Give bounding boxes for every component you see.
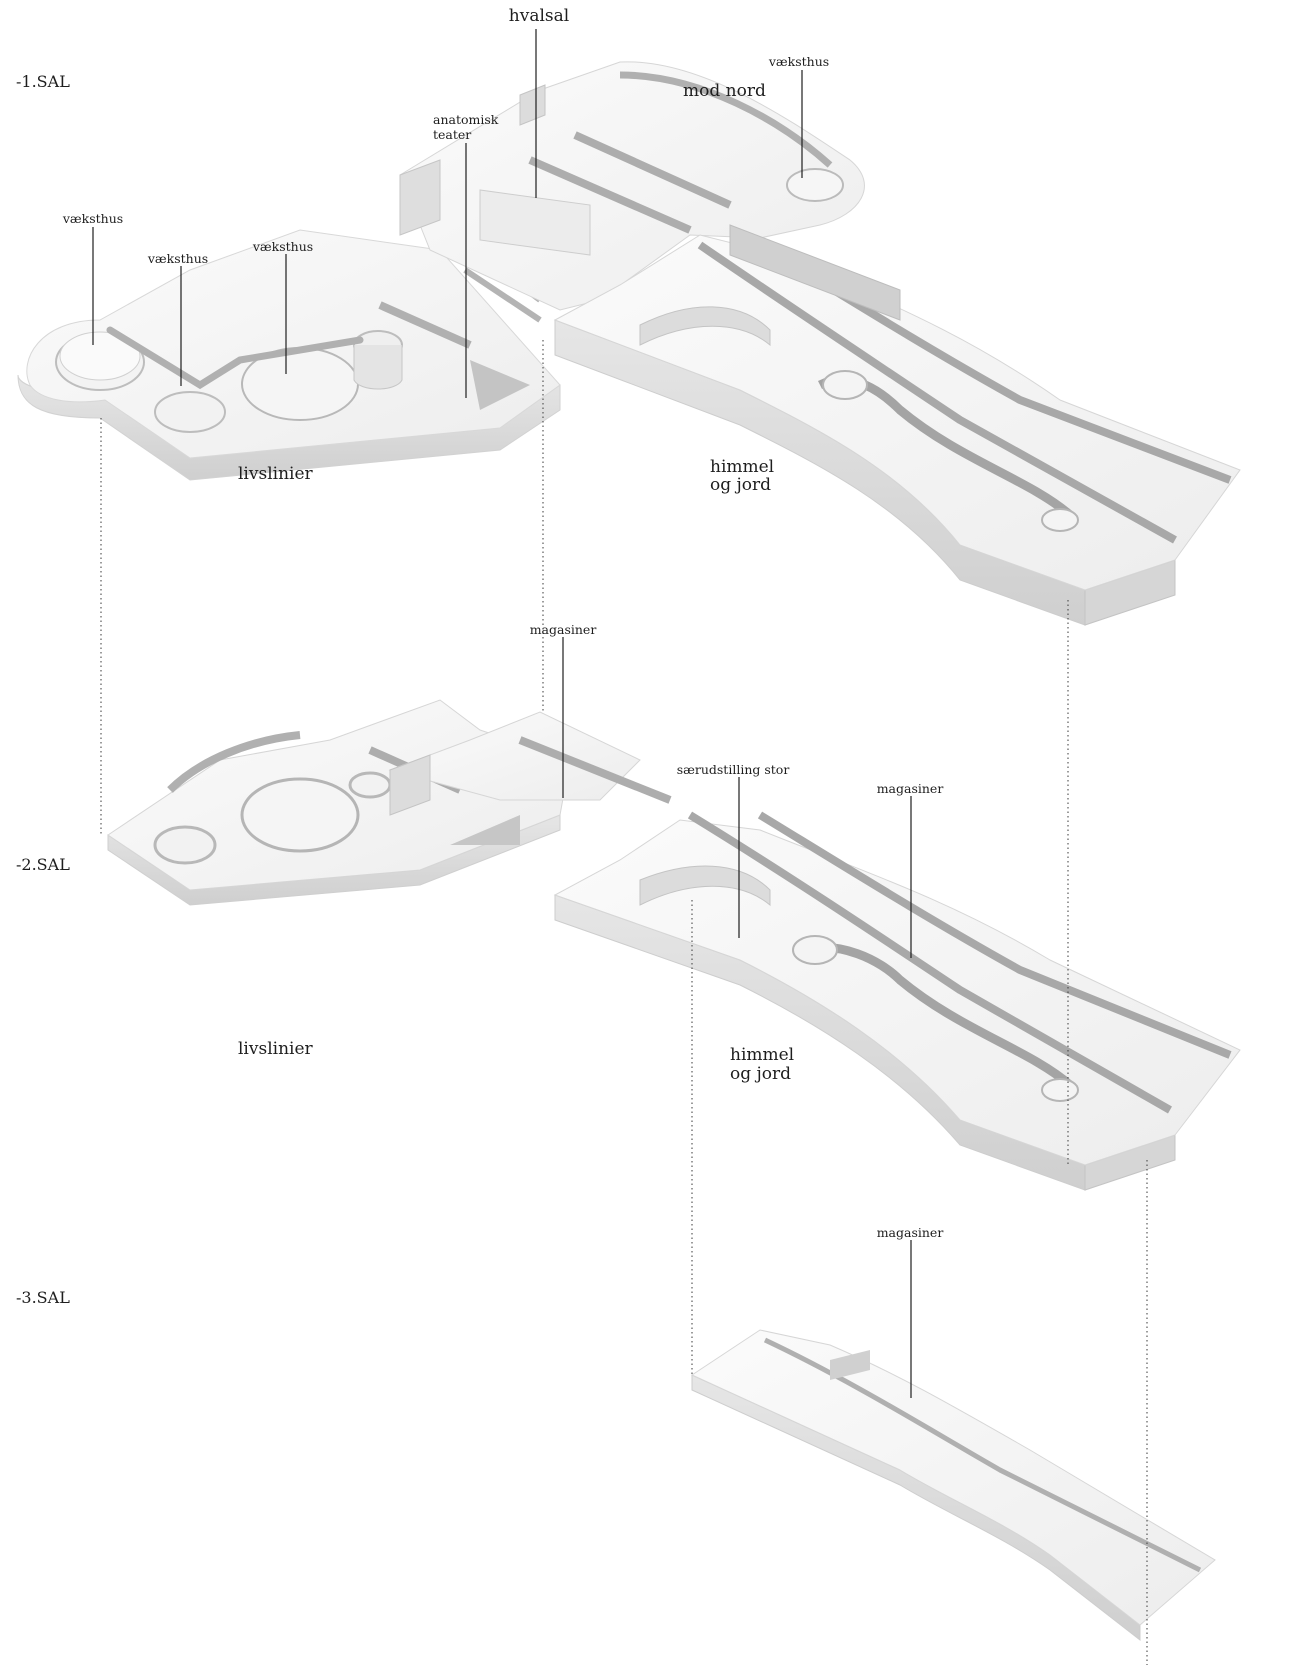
label-magasiner-1: magasiner bbox=[529, 622, 597, 637]
vaeksthus-north-circle bbox=[786, 168, 844, 202]
level-3-block bbox=[830, 1350, 870, 1380]
cylinder-body bbox=[353, 345, 403, 390]
vaeksthus-circle-b bbox=[154, 391, 226, 433]
label-livslinier-2: livslinier bbox=[238, 1039, 313, 1059]
label-mod-nord: mod nord bbox=[683, 81, 766, 101]
level-3-top bbox=[690, 1329, 1216, 1626]
level-1-model bbox=[17, 61, 1241, 626]
level-2-left-curve bbox=[167, 731, 301, 793]
label-hvalsal: hvalsal bbox=[508, 6, 570, 26]
level-2-tiny-circle bbox=[348, 771, 392, 799]
level-2-loop bbox=[792, 935, 838, 965]
anatomisk-teater-block bbox=[470, 360, 530, 410]
magasiner-groove bbox=[518, 736, 672, 804]
north-tiny-block bbox=[519, 84, 546, 126]
level-3-groove bbox=[763, 1337, 1202, 1573]
level-2-groove-1 bbox=[687, 811, 1172, 1114]
level-2-large-circle bbox=[240, 777, 360, 853]
floor-label-2: -2.SAL bbox=[16, 855, 70, 874]
label-vaeksthus-b: væksthus bbox=[147, 251, 209, 266]
label-anatomisk-line2: teater bbox=[433, 127, 472, 142]
level-2-model bbox=[107, 699, 1241, 1191]
hvalsal-groove-2 bbox=[573, 131, 732, 209]
label-magasiner-3: magasiner bbox=[876, 1225, 944, 1240]
floor-label-3: -3.SAL bbox=[16, 1288, 70, 1307]
hvalsal-groove-1 bbox=[528, 156, 692, 234]
groove-left-1 bbox=[106, 326, 364, 390]
level-2-right-wing-top bbox=[553, 819, 1241, 1166]
label-vaeksthus-a: væksthus bbox=[62, 211, 124, 226]
label-magasiner-2: magasiner bbox=[876, 781, 944, 796]
leader-lines bbox=[92, 29, 912, 1398]
label-himmel-2-line1: himmel bbox=[730, 1045, 795, 1065]
level-2-groove-2 bbox=[757, 811, 1232, 1059]
label-himmel-1-line1: himmel bbox=[710, 457, 775, 477]
level-2-north-wing-top bbox=[388, 711, 641, 801]
label-vaeksthus-top: væksthus bbox=[768, 54, 830, 69]
label-vaeksthus-c: væksthus bbox=[252, 239, 314, 254]
level-2-small-circle bbox=[153, 825, 217, 865]
label-livslinier-1: livslinier bbox=[238, 464, 313, 484]
floor-label-1: -1.SAL bbox=[16, 72, 70, 91]
level-3-model bbox=[690, 1329, 1216, 1642]
north-wing-curve-groove bbox=[619, 71, 833, 168]
dotted-connectors bbox=[100, 340, 1148, 1665]
vaeksthus-circle-a-top bbox=[59, 331, 141, 381]
himmel-end-loop bbox=[1041, 508, 1079, 532]
groove-left-2 bbox=[378, 301, 472, 349]
wall-block-row bbox=[729, 224, 901, 321]
level-1-north-wing-top bbox=[399, 61, 865, 311]
north-small-block bbox=[399, 159, 441, 236]
label-saerudstilling: særudstilling stor bbox=[676, 762, 790, 777]
level-2-small-block bbox=[389, 754, 431, 816]
level-2-wave-groove bbox=[798, 942, 1073, 1089]
hvalsal-block bbox=[479, 189, 591, 256]
level-2-theatre-block bbox=[450, 815, 520, 845]
groove-left-4 bbox=[463, 267, 542, 323]
himmel-loop bbox=[822, 370, 868, 400]
level-2-end-loop bbox=[1041, 1078, 1079, 1102]
label-anatomisk-line1: anatomisk bbox=[433, 112, 499, 127]
curved-wall bbox=[639, 306, 771, 347]
himmel-groove-1 bbox=[697, 241, 1177, 544]
level-2-curved-wall bbox=[639, 865, 771, 907]
label-himmel-1-line2: og jord bbox=[710, 475, 772, 495]
label-himmel-2-line2: og jord bbox=[730, 1064, 792, 1084]
